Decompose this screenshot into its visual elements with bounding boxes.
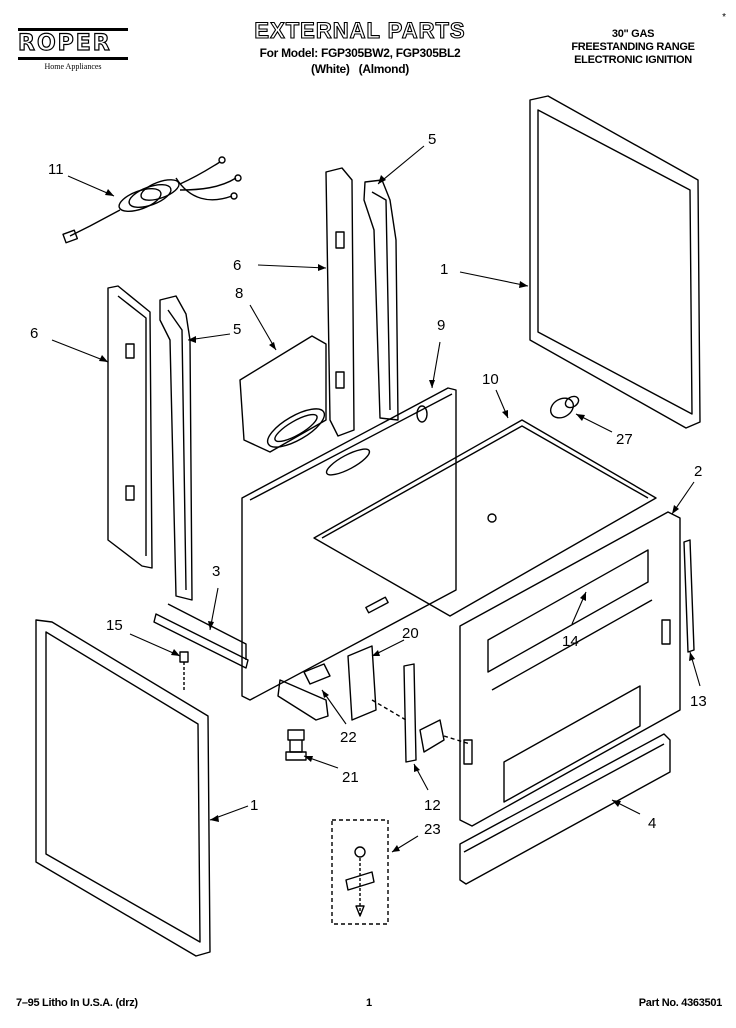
cooktop-part (313, 419, 657, 617)
ignition-bracket-part (347, 645, 377, 721)
support-bracket-part (153, 603, 249, 669)
callout-5-top: 5 (428, 131, 436, 148)
side-panel-left-part (35, 619, 211, 957)
spec-line: ELECTRONIC IGNITION (574, 54, 692, 66)
leader-arrowheads (99, 175, 695, 852)
hardware-kit-part (331, 819, 389, 925)
callout-8: 8 (235, 285, 243, 302)
model-line: For Model: FGP305BW2, FGP305BL2 (259, 46, 461, 60)
part-number: Part No. 4363501 (638, 997, 723, 1009)
control-knob-part (549, 395, 580, 419)
main-cabinet-part (241, 387, 457, 701)
print-info: 7–95 Litho In U.S.A. (drz) (16, 997, 138, 1009)
brand-logo: ROPER Home Appliances (17, 26, 128, 71)
callout-4: 4 (648, 815, 656, 832)
callout-13: 13 (690, 693, 707, 710)
callout-14: 14 (562, 633, 579, 650)
side-trim-strip-part (683, 539, 695, 653)
callout-9: 9 (437, 317, 445, 334)
side-panel-right-part (529, 95, 701, 429)
page-number: 1 (366, 997, 372, 1009)
upright-bracket-left-part (159, 295, 193, 601)
valve-fitting-part (303, 663, 331, 685)
spec-line: FREESTANDING RANGE (571, 41, 695, 53)
upright-channel-right-part (325, 167, 355, 437)
callout-10: 10 (482, 371, 499, 388)
callout-22: 22 (340, 729, 357, 746)
screw-part (179, 651, 189, 690)
callout-1-bottom: 1 (250, 797, 258, 814)
spec-line: 30" GAS (611, 28, 655, 40)
corner-mark: * (722, 12, 726, 23)
callout-23: 23 (424, 821, 441, 838)
callout-1-top: 1 (440, 261, 448, 278)
variant-line: (White) (Almond) (311, 62, 409, 76)
upright-channel-left-part (107, 285, 153, 569)
brand-name: ROPER (17, 31, 112, 56)
spark-module-part (371, 663, 471, 763)
front-frame-part (459, 511, 681, 827)
power-cord-part (62, 156, 242, 244)
callout-11: 11 (48, 161, 64, 178)
callout-12: 12 (424, 797, 441, 814)
logo-rule-bottom (18, 57, 128, 60)
callout-21: 21 (342, 769, 359, 786)
callout-6-top: 6 (233, 257, 241, 274)
callout-2: 2 (694, 463, 702, 480)
brand-tagline: Home Appliances (44, 62, 102, 71)
callout-5-left: 5 (233, 321, 241, 338)
callout-6-left: 6 (30, 325, 38, 342)
kick-plate-part (459, 733, 671, 885)
burner-box-part (239, 335, 327, 453)
page-title-block: EXTERNAL PARTS For Model: FGP305BW2, FGP… (200, 17, 520, 76)
logo-rule-top (18, 28, 128, 31)
spec-block: 30" GAS FREESTANDING RANGE ELECTRONIC IG… (548, 28, 718, 67)
callout-labels: 11 5 6 1 8 9 6 5 10 27 2 3 14 15 20 13 2… (30, 131, 707, 838)
callout-27: 27 (616, 431, 633, 448)
page-title: EXTERNAL PARTS (254, 17, 466, 43)
upright-bracket-right-part (363, 179, 399, 421)
callout-3: 3 (212, 563, 220, 580)
bottom-rail-part (277, 679, 329, 721)
callout-15: 15 (106, 617, 123, 634)
leveling-leg-part (285, 729, 307, 761)
callout-20: 20 (402, 625, 419, 642)
